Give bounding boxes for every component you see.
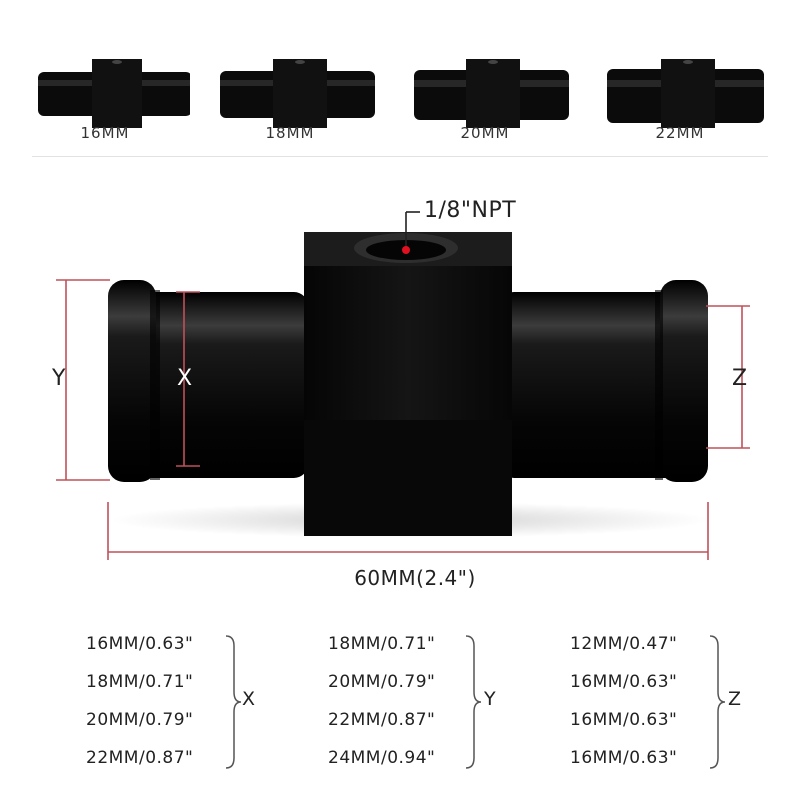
spec-x-brace-icon bbox=[225, 635, 242, 769]
adapter-thumbnail-icon bbox=[220, 59, 375, 128]
y-dimension bbox=[56, 279, 110, 481]
adapter-thumbnail-icon bbox=[607, 59, 764, 128]
spec-z-letter: Z bbox=[728, 688, 742, 710]
size-thumbnail-20mm: 20MM bbox=[400, 28, 570, 158]
port-thread-label: 1/8"NPT bbox=[424, 198, 517, 223]
center-block bbox=[304, 232, 512, 536]
size-thumbnail-18mm: 18MM bbox=[205, 28, 375, 158]
dimension-y-label: Y bbox=[52, 366, 66, 391]
overall-length-label: 60MM(2.4") bbox=[354, 566, 476, 590]
left-tube bbox=[108, 280, 308, 482]
adapter-thumbnail-icon bbox=[414, 59, 569, 128]
spec-x-item: 22MM/0.87" bbox=[86, 748, 194, 768]
length-dimension bbox=[107, 502, 709, 560]
size-label-22mm: 22MM bbox=[655, 124, 705, 142]
size-thumbnail-22mm: 22MM bbox=[595, 28, 765, 158]
spec-x-item: 18MM/0.71" bbox=[86, 672, 194, 692]
spec-z-item: 12MM/0.47" bbox=[570, 634, 678, 654]
spec-group-z: 12MM/0.47" 16MM/0.63" 16MM/0.63" 16MM/0.… bbox=[570, 626, 760, 776]
spec-y-item: 24MM/0.94" bbox=[328, 748, 436, 768]
spec-y-item: 22MM/0.87" bbox=[328, 710, 436, 730]
spec-y-letter: Y bbox=[484, 688, 496, 710]
right-tube bbox=[500, 280, 708, 482]
spec-z-item: 16MM/0.63" bbox=[570, 710, 678, 730]
size-label-16mm: 16MM bbox=[80, 124, 130, 142]
x-dimension bbox=[176, 291, 200, 467]
spec-x-letter: X bbox=[242, 688, 256, 710]
port-dot-icon bbox=[402, 246, 410, 254]
section-divider bbox=[32, 156, 768, 157]
size-label-20mm: 20MM bbox=[460, 124, 510, 142]
size-thumbnail-16mm: 16MM bbox=[20, 28, 190, 158]
size-label-18mm: 18MM bbox=[265, 124, 315, 142]
spec-y-item: 20MM/0.79" bbox=[328, 672, 436, 692]
z-dimension bbox=[706, 305, 750, 449]
dimension-x-label: X bbox=[177, 366, 193, 391]
spec-x-item: 16MM/0.63" bbox=[86, 634, 194, 654]
spec-y-item: 18MM/0.71" bbox=[328, 634, 436, 654]
spec-x-item: 20MM/0.79" bbox=[86, 710, 194, 730]
spec-group-x: 16MM/0.63" 18MM/0.71" 20MM/0.79" 22MM/0.… bbox=[86, 626, 266, 776]
spec-group-y: 18MM/0.71" 20MM/0.79" 22MM/0.87" 24MM/0.… bbox=[328, 626, 508, 776]
adapter-thumbnail-icon bbox=[38, 59, 190, 128]
spec-z-item: 16MM/0.63" bbox=[570, 748, 678, 768]
spec-y-brace-icon bbox=[465, 635, 482, 769]
port-callout bbox=[402, 211, 420, 254]
dimension-z-label: Z bbox=[732, 366, 748, 391]
spec-z-brace-icon bbox=[709, 635, 726, 769]
spec-z-item: 16MM/0.63" bbox=[570, 672, 678, 692]
